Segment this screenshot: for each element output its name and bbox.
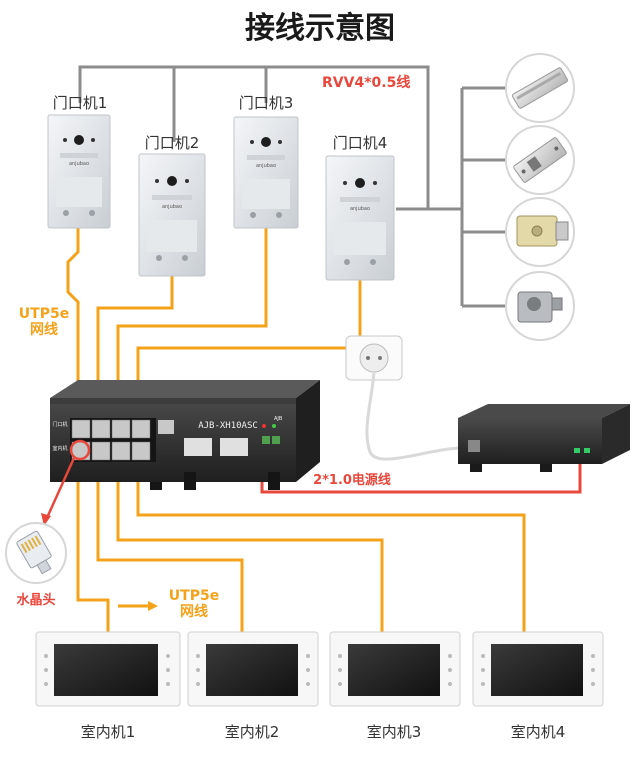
- svg-text:anjubao: anjubao: [69, 161, 89, 167]
- door-unit-label-1: 门口机1: [53, 94, 108, 112]
- door-unit-3: anjubao: [233, 116, 299, 229]
- rj45-connector-icon: [5, 522, 67, 584]
- door-unit-label-2: 门口机2: [145, 134, 200, 152]
- switch-port-label-indoor: 室内机: [52, 445, 67, 452]
- electric-bolt-lock-icon: [505, 271, 575, 341]
- indoor-unit-label-2: 室内机2: [225, 723, 280, 741]
- electric-strike-icon: [505, 125, 575, 195]
- indoor-unit-label-1: 室内机1: [81, 723, 136, 741]
- door-unit-label-4: 门口机4: [333, 134, 388, 152]
- indoor-unit-2: [187, 631, 319, 707]
- door-unit-2: anjubao: [138, 153, 206, 277]
- utp-bottom-label-1: UTP5e: [169, 588, 219, 604]
- svg-text:anjubao: anjubao: [162, 204, 182, 210]
- utp-bottom-label-2: 网线: [180, 603, 208, 620]
- door-unit-label-3: 门口机3: [239, 94, 294, 112]
- switch-model: AJB-XH10ASC: [198, 421, 258, 431]
- svg-text:AJB: AJB: [274, 416, 283, 422]
- utp-arrow-icon: [148, 601, 158, 611]
- utp-indoor-wires: [76, 455, 526, 632]
- crystal-port-highlight: [69, 439, 91, 461]
- crystal-arrow-icon: [41, 513, 51, 526]
- power-supply: [458, 404, 630, 472]
- magnetic-lock-icon: [505, 53, 575, 123]
- power-label: 2*1.0电源线: [313, 472, 391, 488]
- crystal-pointer: [44, 457, 76, 521]
- crystal-label: 水晶头: [16, 592, 55, 608]
- indoor-unit-4: [472, 631, 604, 707]
- electric-rim-lock-icon: [505, 197, 575, 267]
- door-unit-4: anjubao: [325, 155, 395, 281]
- switch-port-label-door: 门口机: [52, 421, 67, 428]
- svg-text:anjubao: anjubao: [256, 163, 276, 169]
- svg-text:anjubao: anjubao: [350, 206, 370, 212]
- indoor-unit-1: [35, 631, 181, 707]
- utp-top-label-2: 网线: [30, 321, 58, 338]
- power-cable: [365, 371, 463, 461]
- page-title: 接线示意图: [245, 11, 395, 46]
- network-switch: AJB: [50, 380, 320, 490]
- indoor-unit-label-4: 室内机4: [511, 723, 566, 741]
- utp-top-label-1: UTP5e: [19, 306, 69, 322]
- indoor-unit-3: [329, 631, 461, 707]
- rvv-label: RVV4*0.5线: [322, 74, 410, 91]
- door-unit-1: anjubao: [47, 114, 111, 229]
- indoor-unit-label-3: 室内机3: [367, 723, 422, 741]
- rvv-bus: [78, 65, 512, 308]
